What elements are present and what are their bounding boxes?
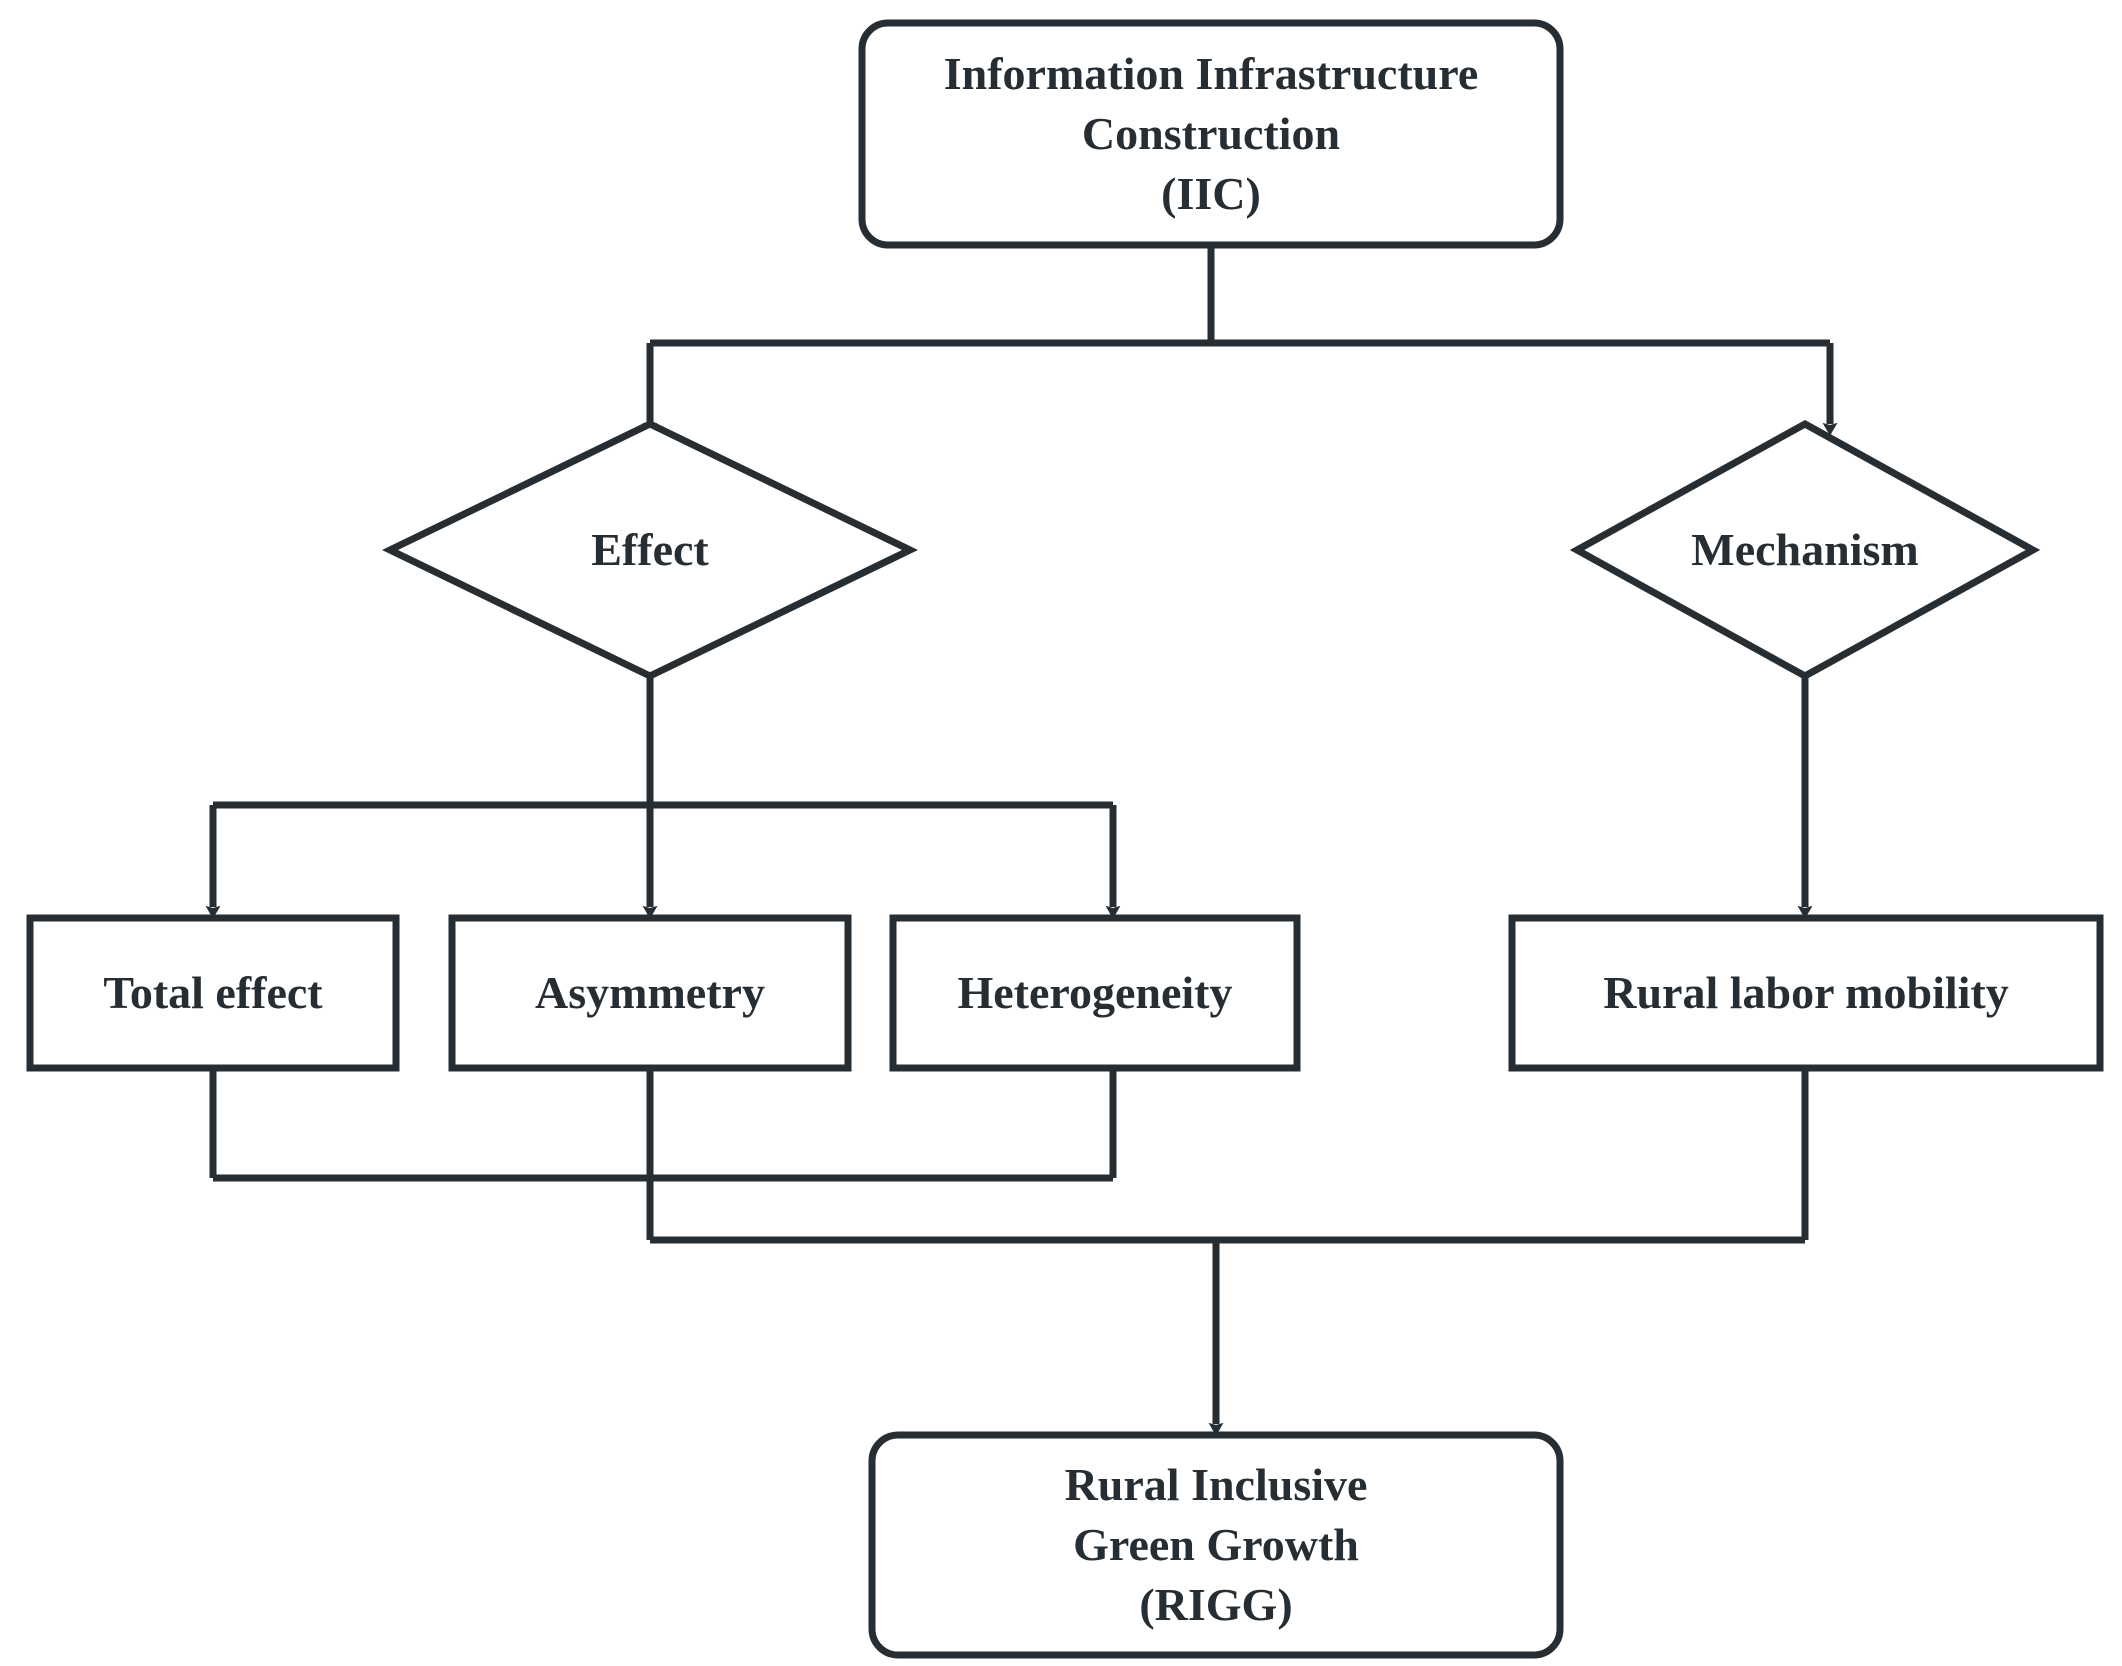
node-rigg-shape [868,1431,1564,1659]
node-rural-labor-mobility-shape [1508,914,2104,1072]
node-mechanism-shape [1569,420,2041,680]
node-heterogeneity-shape [889,914,1301,1072]
node-iic-shape [858,19,1564,249]
node-asymmetry-shape [448,914,852,1072]
node-total-effect-shape [26,914,400,1072]
node-effect-shape [381,420,919,680]
